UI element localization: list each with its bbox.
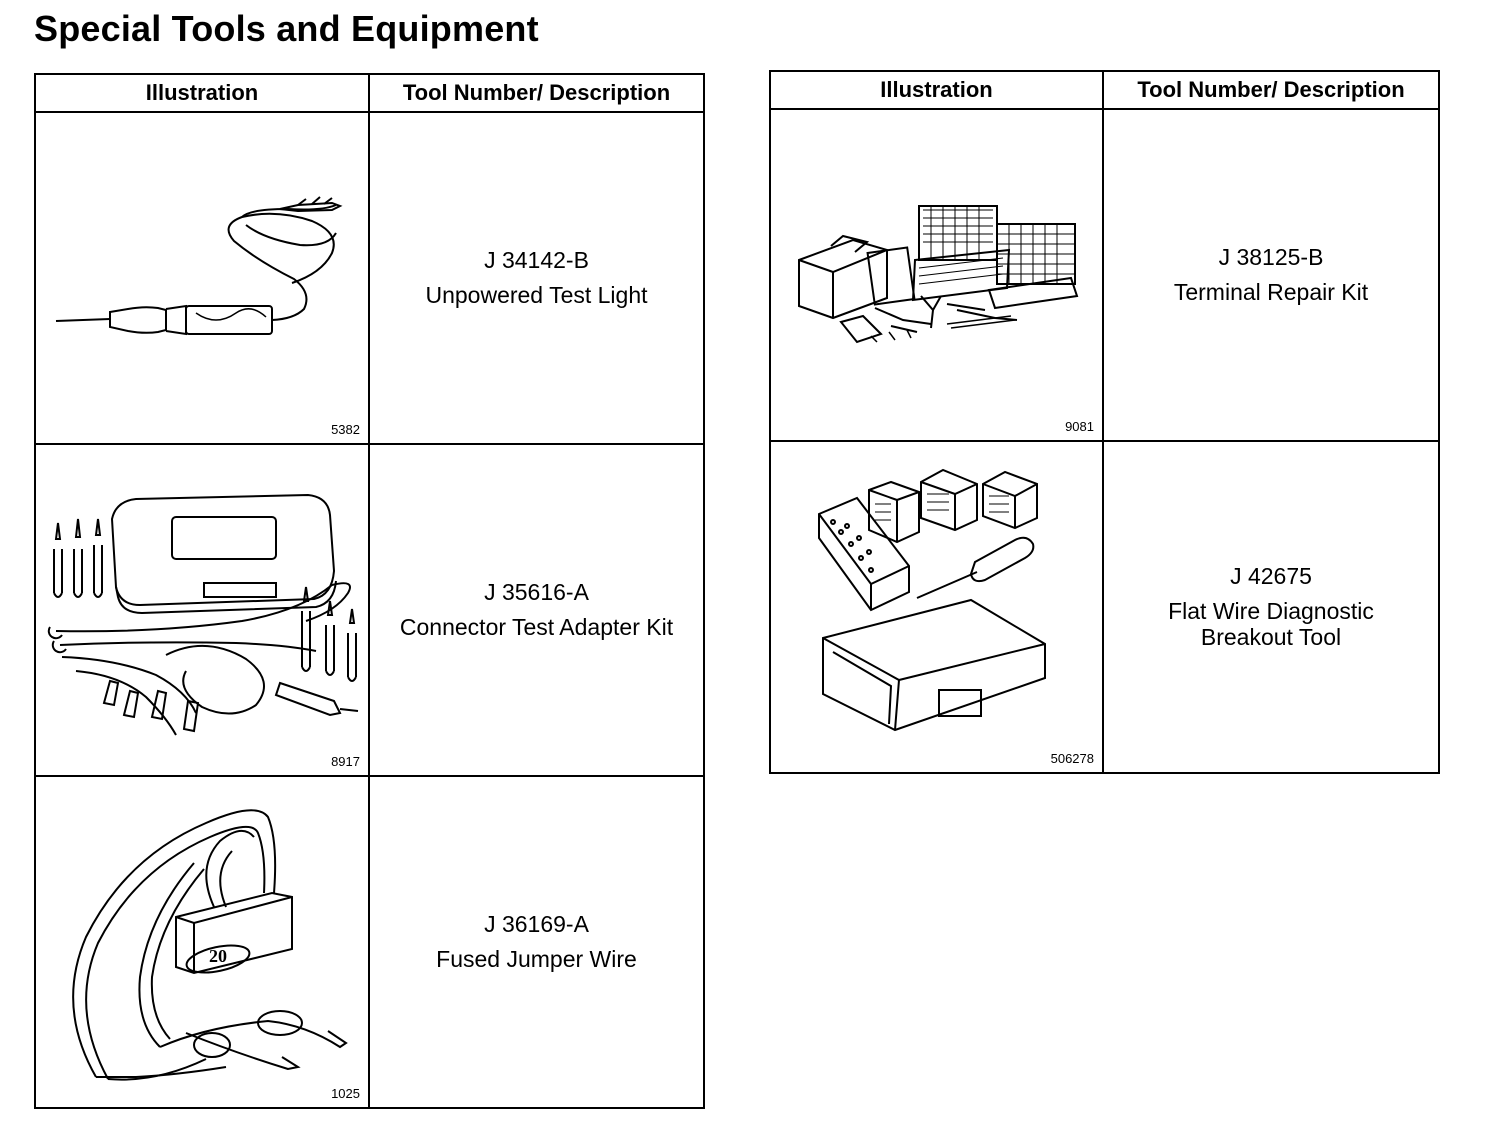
illustration-cell: 506278 — [769, 440, 1104, 774]
jumper-wire-icon — [72, 809, 348, 1081]
figure-number: 9081 — [1065, 419, 1094, 434]
table-header-row: Illustration Tool Number/ Description — [769, 70, 1440, 110]
description-header: Tool Number/ Description — [1102, 70, 1440, 110]
description-cell: J 36169-A Fused Jumper Wire — [368, 775, 705, 1109]
figure-number: 5382 — [331, 422, 360, 437]
table-row: 8917 J 35616-A Connector Test Adapter Ki… — [34, 443, 705, 777]
test-light-icon — [55, 196, 343, 336]
figure-number: 8917 — [331, 754, 360, 769]
table-row: 5382 J 34142-B Unpowered Test Light — [34, 111, 705, 445]
fuse-label: 20 — [209, 946, 227, 966]
description-cell: J 35616-A Connector Test Adapter Kit — [368, 443, 705, 777]
illustration-cell: 9081 — [769, 108, 1104, 442]
tool-description: Fused Jumper Wire — [436, 946, 637, 972]
table-row: 9081 J 38125-B Terminal Repair Kit — [769, 108, 1440, 442]
tools-table-left: Illustration Tool Number/ Description 53… — [34, 73, 705, 1109]
tool-description-line-1: Flat Wire Diagnostic — [1168, 598, 1374, 625]
description-cell: J 42675 Flat Wire Diagnostic Breakout To… — [1102, 440, 1440, 774]
illustration-cell: 20 1025 — [34, 775, 370, 1109]
illustration-cell: 5382 — [34, 111, 370, 445]
tool-description: Connector Test Adapter Kit — [399, 614, 674, 640]
illustration-header: Illustration — [34, 73, 370, 113]
table-header-row: Illustration Tool Number/ Description — [34, 73, 705, 113]
tool-number: J 36169-A — [484, 910, 589, 937]
illustration-cell: 8917 — [34, 443, 370, 777]
terminal-repair-kit-icon — [798, 205, 1079, 344]
table-row: 20 1025 J 36169-A Fused Jumper Wire — [34, 775, 705, 1109]
page-title: Special Tools and Equipment — [34, 8, 539, 49]
description-header: Tool Number/ Description — [368, 73, 705, 113]
tools-table-right: Illustration Tool Number/ Description — [769, 70, 1440, 774]
illustration-header: Illustration — [769, 70, 1104, 110]
breakout-tool-icon — [818, 468, 1046, 732]
description-cell: J 34142-B Unpowered Test Light — [368, 111, 705, 445]
tool-number: J 34142-B — [484, 246, 589, 273]
tool-description: Terminal Repair Kit — [1173, 279, 1369, 305]
tool-description: Unpowered Test Light — [425, 282, 648, 308]
tool-number: J 35616-A — [484, 578, 589, 605]
figure-number: 506278 — [1050, 751, 1094, 766]
tool-description-line-2: Breakout Tool — [1200, 623, 1342, 650]
tool-number: J 38125-B — [1218, 243, 1324, 270]
tool-number: J 42675 — [1230, 563, 1312, 590]
figure-number: 1025 — [331, 1086, 360, 1101]
description-cell: J 38125-B Terminal Repair Kit — [1102, 108, 1440, 442]
adapter-kit-icon — [47, 493, 359, 736]
table-row: 506278 J 42675 Flat Wire Diagnostic Brea… — [769, 440, 1440, 774]
